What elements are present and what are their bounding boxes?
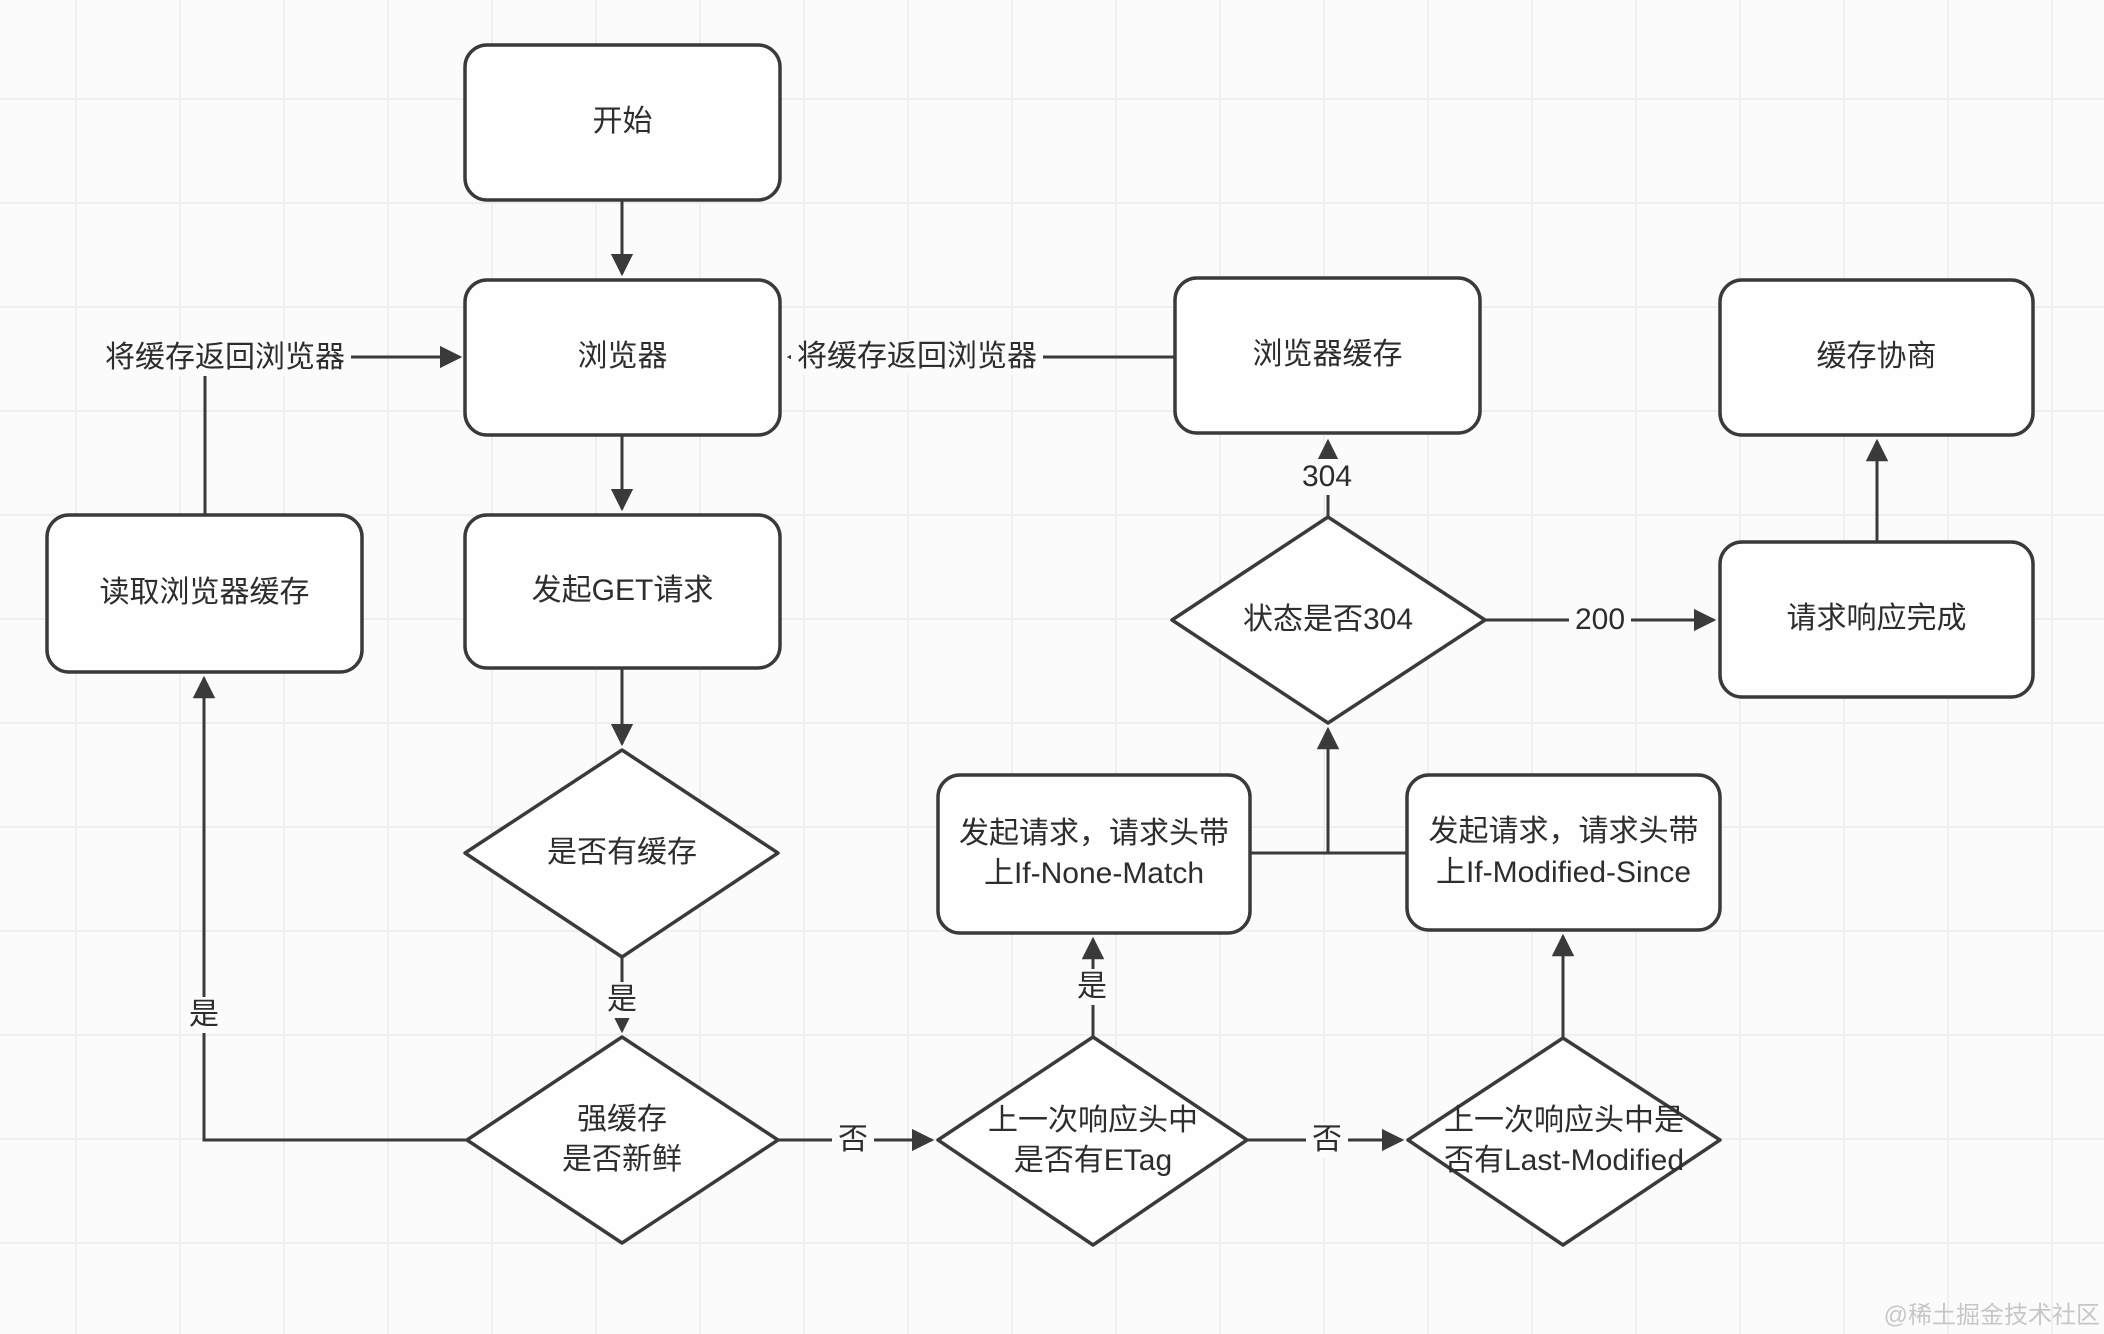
connectors [192, 200, 1889, 1152]
if-none-match-box-shape [936, 773, 1252, 935]
browser-cache-box-shape [1173, 276, 1482, 435]
has-cache-diamond-shape [463, 748, 780, 959]
connector-readcache-browser-return [203, 345, 463, 515]
strong-cache-diamond-shape [465, 1035, 780, 1245]
get-request-box-shape [463, 513, 782, 670]
start-box-shape [463, 43, 782, 202]
node-shapes [45, 43, 2035, 1247]
complete-box-shape [1718, 540, 2035, 699]
last-modified-diamond-shape [1406, 1036, 1722, 1247]
status-304-diamond-shape [1170, 515, 1487, 725]
read-cache-box-shape [45, 513, 364, 674]
browser-box-shape [463, 278, 782, 437]
connector-strongcache-readcache-yes [192, 675, 467, 1142]
watermark: @稀土掘金技术社区 [1883, 1302, 2100, 1329]
etag-diamond-shape [936, 1035, 1249, 1247]
if-modified-since-box-shape [1405, 773, 1722, 932]
negotiation-box-shape [1718, 278, 2035, 437]
